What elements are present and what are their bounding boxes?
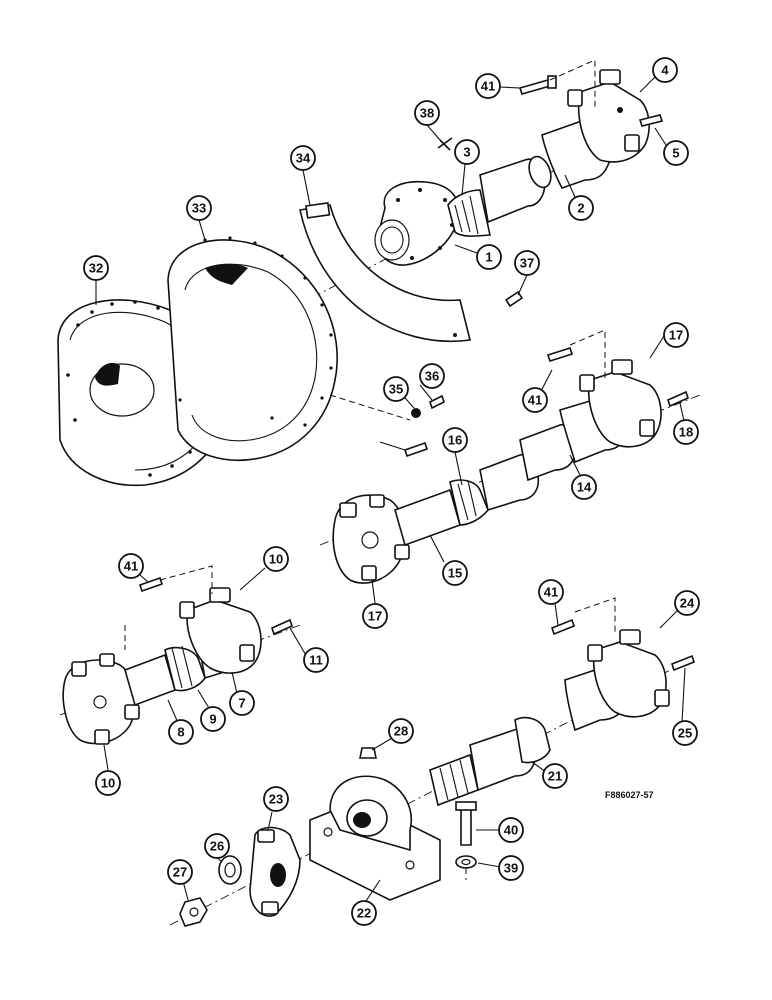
callout-17-bottom: 17: [362, 603, 388, 629]
svg-text:15: 15: [448, 566, 462, 581]
svg-text:38: 38: [420, 106, 434, 121]
svg-text:18: 18: [679, 425, 693, 440]
callout-39: 39: [498, 855, 524, 881]
svg-text:16: 16: [448, 433, 462, 448]
callout-33: 33: [186, 195, 212, 221]
svg-text:22: 22: [357, 906, 371, 921]
callout-28: 28: [388, 718, 414, 744]
svg-text:34: 34: [296, 151, 311, 166]
callout-23: 23: [263, 786, 289, 812]
callout-27: 27: [167, 859, 193, 885]
lower-shaft: [429, 629, 670, 807]
end-yoke: [249, 826, 301, 917]
callout-10-bottom: 10: [95, 770, 121, 796]
svg-text:41: 41: [544, 585, 558, 600]
svg-text:23: 23: [269, 792, 283, 807]
callout-36: 36: [419, 363, 445, 389]
svg-text:17: 17: [368, 609, 382, 624]
callout-11: 11: [303, 647, 329, 673]
callout-7: 7: [229, 690, 255, 716]
callout-41-top: 41: [475, 73, 501, 99]
callout-37: 37: [514, 250, 540, 276]
svg-text:2: 2: [577, 201, 584, 216]
callout-9: 9: [200, 706, 226, 732]
svg-text:40: 40: [504, 823, 518, 838]
washer-and-nut: [179, 855, 242, 927]
assembly-dash-lines: [124, 59, 616, 880]
svg-text:1: 1: [485, 250, 492, 265]
svg-text:41: 41: [124, 559, 138, 574]
svg-text:4: 4: [661, 63, 669, 78]
housing-ring: [167, 236, 338, 461]
svg-text:10: 10: [101, 776, 115, 791]
callout-26: 26: [204, 833, 230, 859]
callout-16: 16: [442, 427, 468, 453]
callout-18: 18: [673, 419, 699, 445]
svg-text:21: 21: [548, 769, 562, 784]
callout-35: 35: [383, 376, 409, 402]
top-driveshaft: [374, 69, 650, 266]
guard-plate: [299, 202, 471, 342]
svg-text:41: 41: [481, 79, 495, 94]
callout-32: 32: [83, 255, 109, 281]
svg-text:24: 24: [680, 596, 695, 611]
bolts: [138, 75, 695, 869]
callout-15: 15: [442, 560, 468, 586]
drawing-code: F886027-57: [605, 790, 654, 800]
svg-text:37: 37: [520, 256, 534, 271]
callout-14: 14: [571, 474, 597, 500]
callout-3: 3: [454, 139, 480, 165]
svg-text:32: 32: [89, 261, 103, 276]
callout-5: 5: [663, 140, 689, 166]
callout-1: 1: [476, 244, 502, 270]
callout-4: 4: [652, 57, 678, 83]
svg-text:3: 3: [463, 145, 470, 160]
svg-text:35: 35: [389, 382, 403, 397]
svg-text:10: 10: [269, 552, 283, 567]
callout-24: 24: [674, 590, 700, 616]
callout-41-right: 41: [538, 579, 564, 605]
callout-2: 2: [568, 195, 594, 221]
callout-17-top: 17: [663, 322, 689, 348]
svg-text:27: 27: [173, 865, 187, 880]
svg-text:5: 5: [672, 146, 679, 161]
svg-text:7: 7: [238, 696, 245, 711]
callout-10-top: 10: [263, 546, 289, 572]
svg-text:26: 26: [210, 839, 224, 854]
callout-22: 22: [351, 900, 377, 926]
callout-40: 40: [498, 817, 524, 843]
svg-text:11: 11: [309, 653, 323, 668]
callout-34: 34: [290, 145, 316, 171]
svg-text:33: 33: [192, 201, 206, 216]
callout-41-middle: 41: [522, 387, 548, 413]
svg-text:41: 41: [528, 393, 542, 408]
callout-21: 21: [542, 763, 568, 789]
svg-text:36: 36: [425, 369, 439, 384]
callout-38: 38: [414, 100, 440, 126]
callout-25: 25: [672, 720, 698, 746]
svg-text:8: 8: [177, 725, 184, 740]
middle-driveshaft: [332, 359, 662, 584]
callout-41-left: 41: [118, 553, 144, 579]
svg-text:9: 9: [209, 712, 216, 727]
svg-text:25: 25: [678, 726, 692, 741]
svg-text:28: 28: [394, 724, 408, 739]
callouts: 41 4 5 38 3 2 34 33 1 32 37 17 35 36 41 …: [83, 57, 700, 926]
svg-text:39: 39: [504, 861, 518, 876]
left-driveshaft: [62, 587, 262, 745]
callout-8: 8: [168, 719, 194, 745]
svg-text:17: 17: [669, 328, 683, 343]
svg-text:14: 14: [577, 480, 592, 495]
pillow-block-bearing: [309, 747, 441, 901]
